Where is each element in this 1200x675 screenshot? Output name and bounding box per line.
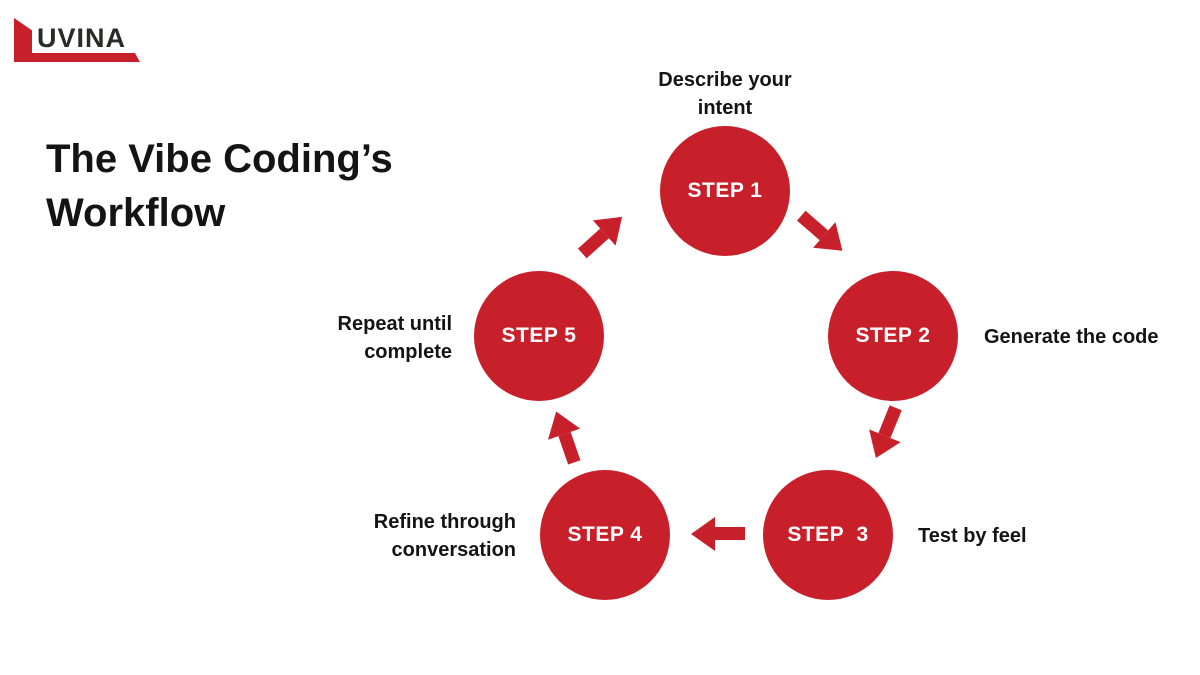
arrow-head (540, 405, 581, 440)
logo-wordmark: UVINA (37, 23, 127, 53)
arrow-step1-to-step2-icon (790, 202, 854, 264)
step-5-label: STEP 5 (501, 324, 577, 347)
luvina-logo: UVINA (14, 15, 146, 64)
step-2-node: STEP 2 (828, 271, 958, 401)
arrow-shaft (878, 405, 903, 439)
arrow-head (691, 517, 715, 551)
step-4-caption-line-1: Refine through (373, 511, 516, 533)
step-1-caption: Describe your intent (615, 66, 835, 122)
arrow-step3-to-step4-icon (691, 517, 745, 551)
page-title-line-1: The Vibe Coding’s (46, 137, 393, 181)
step-3-label: STEP 3 (787, 523, 869, 546)
step-3-node: STEP 3 (763, 470, 893, 600)
logo-underline-icon (14, 53, 140, 62)
step-4-node: STEP 4 (540, 470, 670, 600)
step-5-caption: Repeat until complete (338, 310, 452, 366)
step-4-label: STEP 4 (567, 523, 643, 546)
step-1-caption-line-1: Describe your (658, 69, 792, 91)
logo-l-shape-icon (14, 18, 32, 62)
step-2-label: STEP 2 (855, 324, 931, 347)
step-3-caption-line-1: Test by feel (918, 525, 1027, 547)
arrow-head (860, 429, 901, 465)
arrow-shaft (715, 527, 745, 541)
step-5-caption-line-1: Repeat until (337, 313, 452, 335)
arrow-step2-to-step3-icon (860, 402, 912, 465)
step-1-node: STEP 1 (660, 126, 790, 256)
step-1-label: STEP 1 (687, 179, 763, 202)
step-4-caption: Refine through conversation (374, 508, 516, 564)
arrow-step5-to-step1-icon (571, 204, 634, 265)
step-5-node: STEP 5 (474, 271, 604, 401)
page-title-line-2: Workflow (46, 191, 226, 235)
step-3-caption: Test by feel (918, 522, 1027, 550)
arrow-shaft (557, 432, 580, 465)
arrow-step4-to-step5-icon (540, 405, 590, 468)
step-5-caption-line-2: complete (364, 341, 452, 363)
step-1-caption-line-2: intent (697, 97, 753, 119)
step-4-caption-line-2: conversation (391, 539, 516, 561)
step-2-caption: Generate the code (984, 323, 1159, 351)
step-2-caption-line-1: Generate the code (984, 326, 1159, 348)
page-title: The Vibe Coding’s Workflow (46, 132, 393, 240)
